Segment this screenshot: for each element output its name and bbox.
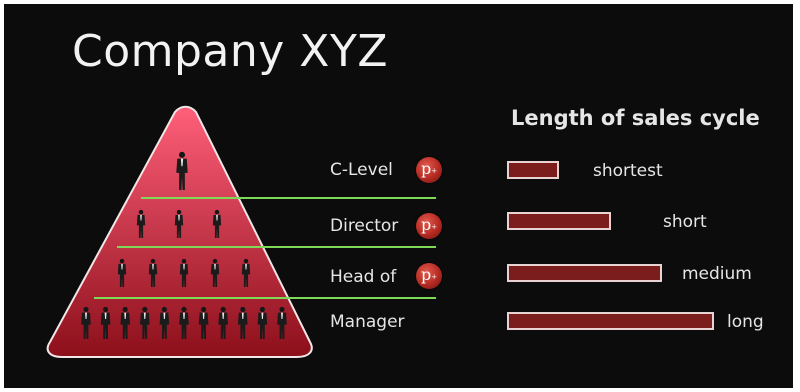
sales-cycle-heading: Length of sales cycle (511, 106, 760, 130)
level-label-director: Director (330, 216, 399, 236)
person-silhouette-icon (218, 306, 228, 339)
person-silhouette-icon (140, 306, 150, 339)
person-silhouette-icon (179, 306, 189, 339)
badge-letter: p (420, 159, 432, 178)
sales-cycle-bar-long (507, 312, 714, 330)
level-label-c-level: C-Level (330, 160, 393, 180)
p-logo-badge-icon: p+ (416, 213, 442, 239)
slide: Company XYZ Length of sales cycle C-Leve… (4, 4, 793, 388)
p-logo-badge-icon: p+ (416, 263, 442, 289)
person-silhouette-icon (198, 306, 209, 339)
person-silhouette-icon (117, 258, 127, 287)
level-label-head-of: Head of (330, 267, 397, 287)
person-silhouette-icon (81, 306, 91, 339)
page-title: Company XYZ (72, 26, 388, 77)
sales-cycle-bar-short (507, 212, 611, 230)
pyramid-diagram (46, 105, 436, 358)
cycle-label-medium: medium (682, 264, 752, 284)
sales-cycle-bar-medium (507, 264, 662, 282)
cycle-label-short: short (663, 212, 707, 232)
person-silhouette-icon (159, 306, 170, 339)
badge-letter: p (420, 265, 432, 284)
level-label-manager: Manager (330, 312, 405, 332)
sales-cycle-bar-shortest (507, 161, 559, 179)
cycle-label-long: long (727, 312, 764, 332)
cycle-label-shortest: shortest (593, 161, 663, 181)
badge-letter: p (420, 215, 432, 234)
person-silhouette-icon (277, 306, 287, 339)
person-silhouette-icon (100, 306, 111, 339)
person-silhouette-icon (120, 306, 130, 339)
p-logo-badge-icon: p+ (416, 157, 442, 183)
person-silhouette-icon (238, 306, 248, 339)
person-silhouette-icon (257, 306, 268, 339)
